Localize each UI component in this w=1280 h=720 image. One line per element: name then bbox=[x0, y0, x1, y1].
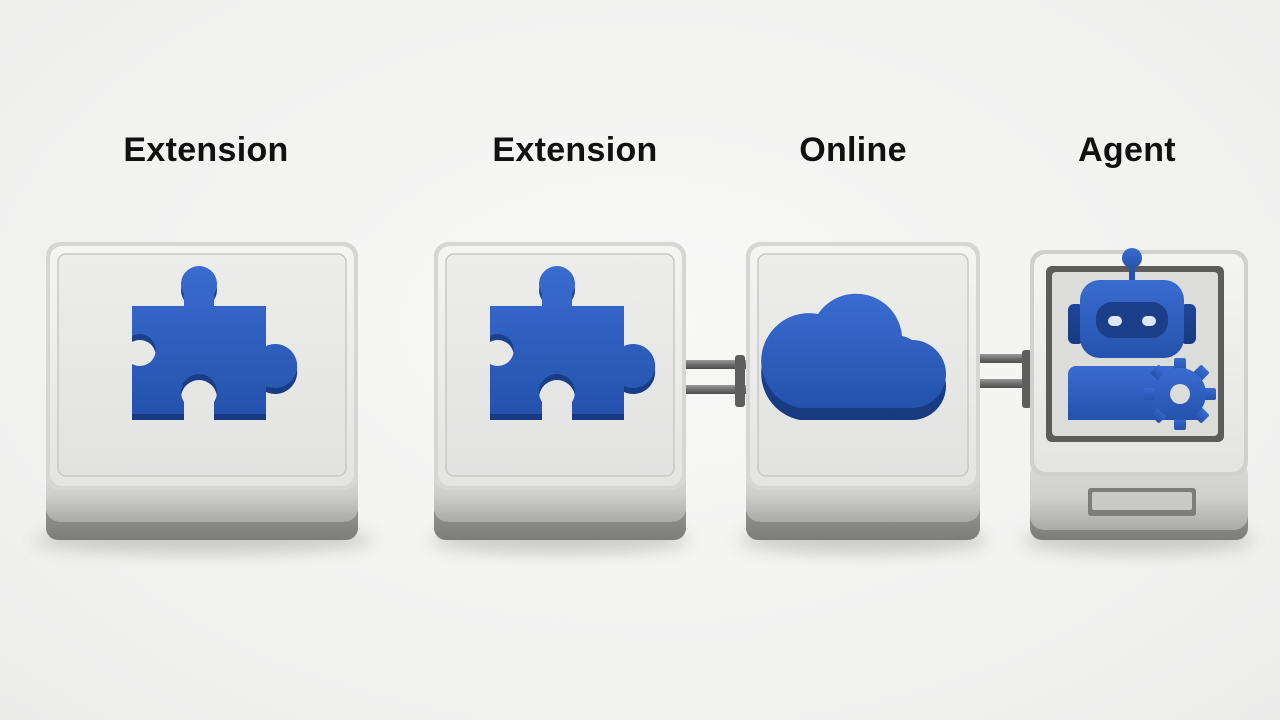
connector-online-agent bbox=[968, 350, 1032, 408]
puzzle-piece-icon bbox=[132, 266, 298, 420]
module-extension-2 bbox=[434, 242, 686, 540]
module-online bbox=[746, 242, 980, 540]
puzzle-piece-icon bbox=[490, 266, 656, 420]
robot-gear-icon bbox=[1068, 248, 1216, 430]
cloud-icon bbox=[761, 293, 946, 420]
label-extension-1: Extension bbox=[123, 131, 289, 169]
label-extension-2: Extension bbox=[492, 131, 658, 169]
label-agent: Agent bbox=[1078, 131, 1176, 169]
module-extension-1 bbox=[46, 242, 358, 540]
label-online: Online bbox=[799, 131, 907, 169]
connector-extension-online bbox=[680, 355, 748, 407]
module-agent bbox=[1030, 248, 1248, 540]
